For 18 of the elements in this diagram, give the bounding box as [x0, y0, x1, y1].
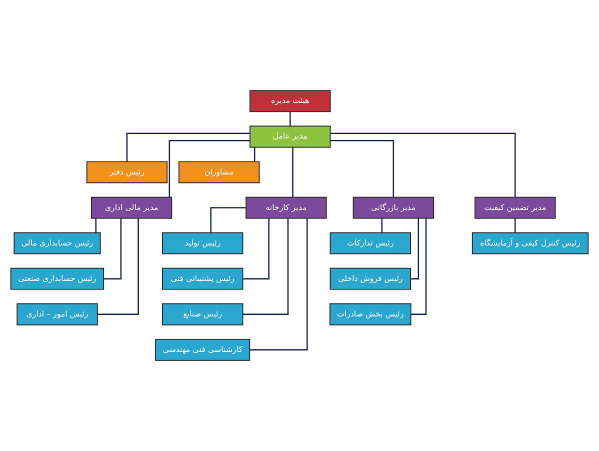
connector	[250, 218, 308, 350]
connector	[242, 218, 289, 315]
connector	[104, 218, 122, 280]
connector	[254, 147, 256, 162]
connector	[514, 218, 516, 233]
connector	[242, 218, 270, 280]
connector	[411, 218, 427, 315]
connector	[292, 147, 294, 198]
connector	[410, 218, 420, 280]
connector	[330, 132, 516, 198]
connector	[95, 218, 97, 233]
connector	[381, 218, 383, 233]
connector	[98, 218, 139, 315]
connector	[168, 140, 250, 197]
connector	[289, 112, 291, 126]
connector	[126, 132, 250, 162]
connector	[210, 207, 246, 233]
connector	[330, 140, 394, 197]
